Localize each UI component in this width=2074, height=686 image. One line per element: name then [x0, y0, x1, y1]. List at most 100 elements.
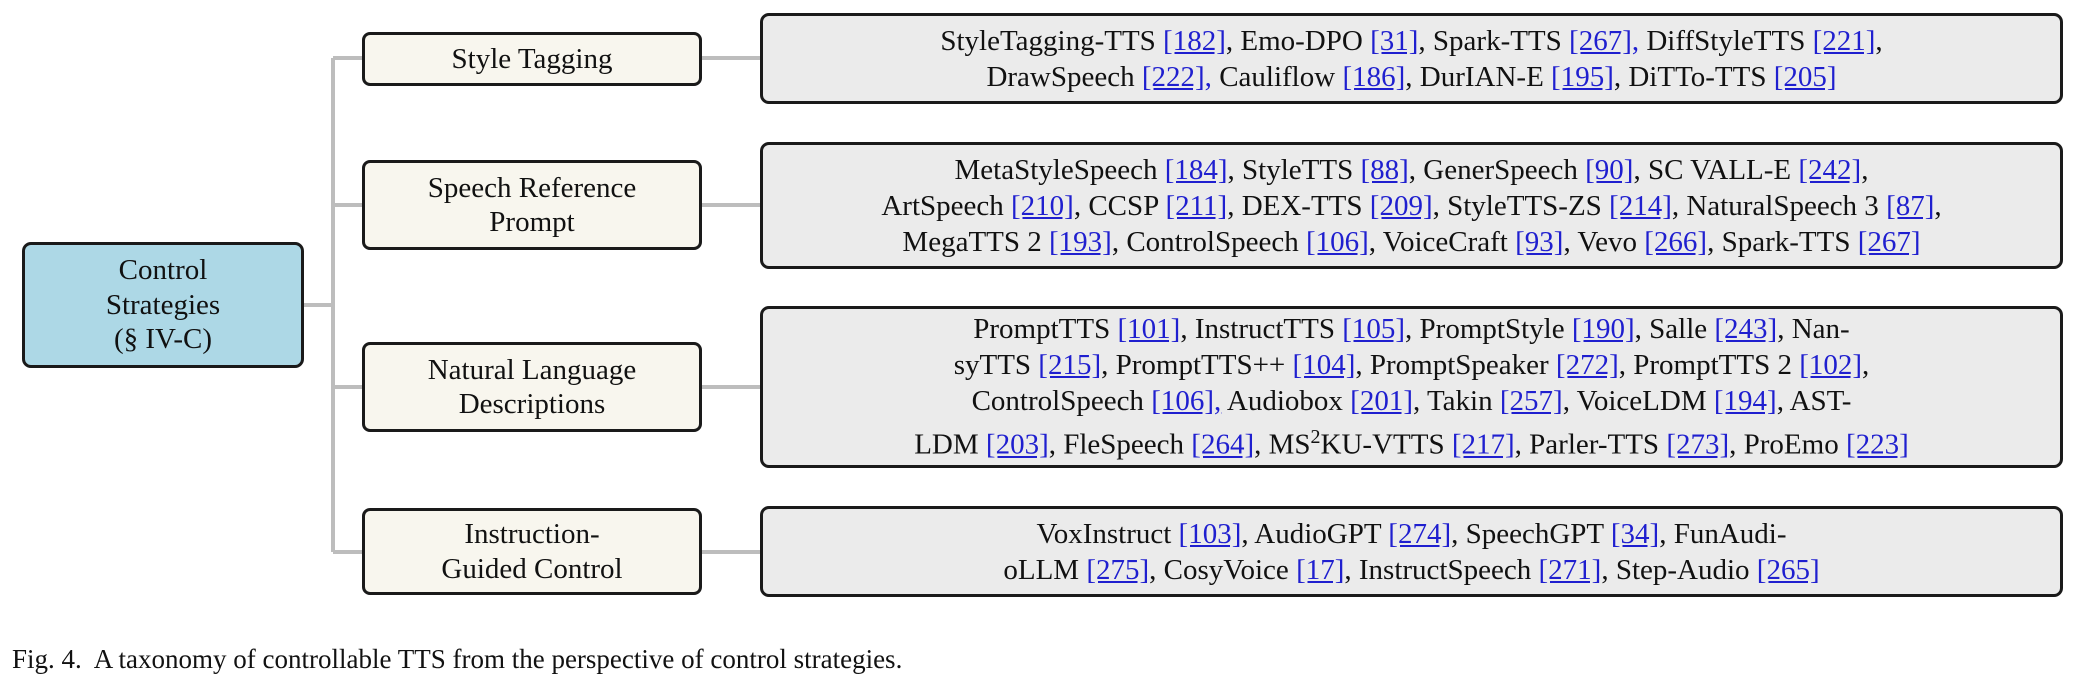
citation-link[interactable]: [275]	[1086, 553, 1150, 586]
citation-link[interactable]: [201]	[1350, 385, 1413, 418]
method-text: , Spark-TTS	[1707, 225, 1858, 258]
category-speech-reference-prompt: Speech Reference Prompt	[362, 160, 702, 250]
method-text: oLLM	[1003, 553, 1087, 586]
citation-link[interactable]: [184]	[1164, 153, 1228, 186]
method-text: PromptTTS	[973, 313, 1118, 346]
citation-link[interactable]: [222],	[1141, 60, 1212, 93]
method-text: , Spark-TTS	[1418, 24, 1570, 57]
category-natural-language-descriptions: Natural Language Descriptions	[362, 342, 702, 432]
citation-link[interactable]: [93]	[1515, 225, 1564, 258]
category-label: Natural Language Descriptions	[428, 353, 637, 421]
citation-link[interactable]: [243]	[1714, 313, 1778, 346]
leaf-style-tagging-methods: StyleTagging-TTS [182], Emo-DPO [31], Sp…	[760, 13, 2063, 104]
citation-link[interactable]: [106]	[1305, 225, 1369, 258]
method-text: , SpeechGPT	[1451, 517, 1611, 550]
method-line: VoxInstruct [103], AudioGPT [274], Speec…	[1003, 516, 1819, 552]
method-text: , Nan-	[1777, 313, 1850, 346]
citation-link[interactable]: [34]	[1610, 517, 1660, 550]
method-text: , DEX-TTS	[1227, 189, 1370, 222]
citation-link[interactable]: [104]	[1292, 349, 1356, 382]
method-line: DrawSpeech [222], Cauliflow [186], DurIA…	[940, 59, 1882, 95]
citation-link[interactable]: [88]	[1360, 153, 1409, 186]
citation-link[interactable]: [266]	[1644, 225, 1708, 258]
citation-link[interactable]: [105]	[1342, 313, 1406, 346]
method-text: DrawSpeech	[986, 60, 1142, 93]
method-text: Cauliflow	[1211, 60, 1343, 93]
leaf-natural-language-descriptions-methods: PromptTTS [101], InstructTTS [105], Prom…	[760, 306, 2063, 468]
citation-link[interactable]: [194]	[1713, 385, 1777, 418]
citation-link[interactable]: [101]	[1117, 313, 1181, 346]
citation-link[interactable]: [205]	[1773, 60, 1837, 93]
citation-link[interactable]: [17]	[1296, 553, 1345, 586]
method-text: syTTS	[953, 349, 1039, 382]
citation-link[interactable]: [217]	[1451, 428, 1515, 461]
citation-link[interactable]: [190]	[1571, 313, 1635, 346]
citation-link[interactable]: [271]	[1538, 553, 1602, 586]
citation-link[interactable]: [210]	[1011, 189, 1074, 222]
method-text: , VoiceLDM	[1562, 385, 1714, 418]
citation-link[interactable]: [264]	[1191, 428, 1255, 461]
citation-link[interactable]: [215]	[1038, 349, 1102, 382]
category-label: Style Tagging	[452, 42, 613, 76]
category-label-line: Style Tagging	[451, 42, 613, 75]
citation-link[interactable]: [195]	[1551, 60, 1614, 93]
citation-link[interactable]: [267]	[1857, 225, 1921, 258]
method-list: MetaStyleSpeech [184], StyleTTS [88], Ge…	[881, 152, 1941, 260]
method-text: , PromptSpeaker	[1355, 349, 1556, 382]
method-text: , Salle	[1634, 313, 1715, 346]
category-label: Instruction- Guided Control	[441, 517, 622, 585]
citation-link[interactable]: [103]	[1178, 517, 1242, 550]
citation-link[interactable]: [257]	[1499, 385, 1563, 418]
method-list: PromptTTS [101], InstructTTS [105], Prom…	[914, 311, 1909, 463]
citation-link[interactable]: [221]	[1812, 24, 1876, 57]
method-text: ,	[1862, 349, 1870, 382]
method-text: , Vevo	[1563, 225, 1645, 258]
citation-link[interactable]: [102]	[1799, 349, 1863, 382]
method-text: , PromptTTS 2	[1618, 349, 1800, 382]
method-text: , FleSpeech	[1048, 428, 1192, 461]
method-text: , Takin	[1413, 385, 1500, 418]
root-line: (§ IV-C)	[113, 323, 212, 356]
category-label-line: Guided Control	[441, 552, 623, 585]
citation-link[interactable]: [242]	[1798, 153, 1862, 186]
method-line: ControlSpeech [106], Audiobox [201], Tak…	[914, 383, 1909, 419]
citation-link[interactable]: [186]	[1342, 60, 1406, 93]
citation-link[interactable]: [273]	[1666, 428, 1730, 461]
method-text: LDM	[914, 428, 986, 461]
method-text: , StyleTTS-ZS	[1432, 189, 1610, 222]
category-label-line: Natural Language	[427, 353, 637, 386]
citation-link[interactable]: [182]	[1163, 24, 1226, 57]
method-text: , Step-Audio	[1601, 553, 1757, 586]
citation-link[interactable]: [267],	[1569, 24, 1640, 57]
method-text: , DurIAN-E	[1405, 60, 1552, 93]
method-text: , CosyVoice	[1149, 553, 1297, 586]
citation-link[interactable]: [203]	[985, 428, 1049, 461]
method-text: ,	[1875, 24, 1883, 57]
citation-link[interactable]: [272]	[1555, 349, 1619, 382]
citation-link[interactable]: [209]	[1369, 189, 1433, 222]
leaf-speech-reference-prompt-methods: MetaStyleSpeech [184], StyleTTS [88], Ge…	[760, 142, 2063, 269]
method-text: , Emo-DPO	[1225, 24, 1371, 57]
category-label-line: Prompt	[489, 206, 575, 238]
citation-link[interactable]: [90]	[1585, 153, 1634, 186]
citation-link[interactable]: [193]	[1049, 225, 1112, 258]
method-text: , GenerSpeech	[1408, 153, 1586, 186]
citation-link[interactable]: [223]	[1845, 428, 1909, 461]
method-text: , ProEmo	[1729, 428, 1846, 461]
citation-link[interactable]: [214]	[1609, 189, 1672, 222]
method-text: , InstructTTS	[1180, 313, 1343, 346]
method-text: StyleTagging-TTS	[940, 24, 1164, 57]
method-line: oLLM [275], CosyVoice [17], InstructSpee…	[1003, 552, 1819, 588]
citation-link[interactable]: [87]	[1886, 189, 1935, 222]
category-style-tagging: Style Tagging	[362, 32, 702, 86]
citation-link[interactable]: [106],	[1151, 385, 1222, 418]
superscript-text: 2	[1310, 426, 1321, 449]
method-text: , VoiceCraft	[1368, 225, 1516, 258]
citation-link[interactable]: [211]	[1165, 189, 1228, 222]
citation-link[interactable]: [265]	[1756, 553, 1820, 586]
citation-link[interactable]: [31]	[1370, 24, 1419, 57]
citation-link[interactable]: [274]	[1388, 517, 1452, 550]
method-text: Audiobox	[1221, 385, 1351, 418]
method-text: , InstructSpeech	[1344, 553, 1539, 586]
method-text: , Parler-TTS	[1514, 428, 1667, 461]
